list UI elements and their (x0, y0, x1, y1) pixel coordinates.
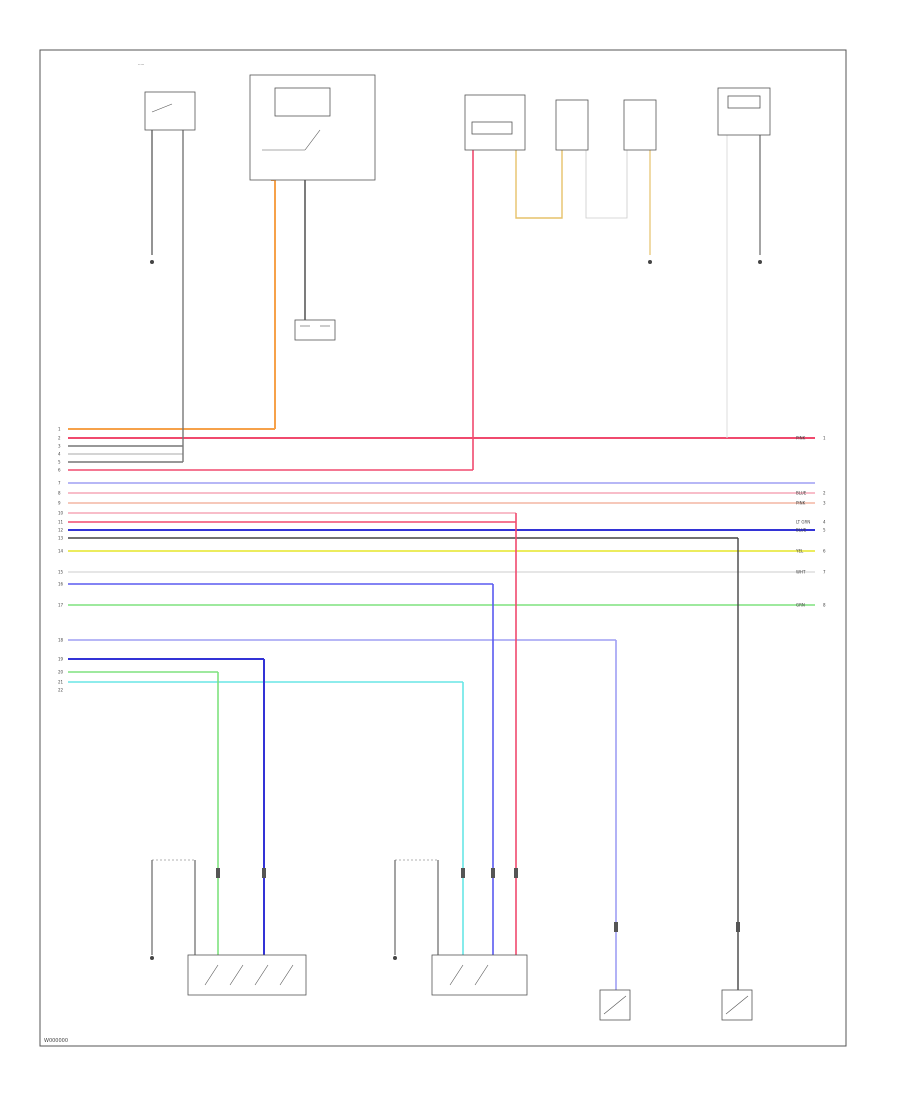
bus-left-number: 2 (58, 436, 61, 441)
bus-left-number: 21 (58, 680, 64, 685)
bus-left-number: 11 (58, 520, 64, 525)
control-module (249, 74, 376, 181)
bus-wires (68, 428, 815, 683)
bus-right-number: 4 (823, 520, 826, 525)
svg-text:·····: ····· (138, 62, 144, 67)
bus-right-label: WHT (796, 570, 806, 575)
bus-right-label: GRN (796, 603, 805, 608)
bottom-grounds (150, 956, 397, 960)
bus-left-number: 13 (58, 536, 64, 541)
top-right-module (717, 87, 771, 136)
bus-right-number: 3 (823, 501, 826, 506)
bus-right-number: 2 (823, 491, 826, 496)
bus-right-label: BLUE (796, 491, 807, 496)
vertical-wires (151, 130, 761, 990)
left-switch-assembly (187, 954, 307, 996)
bus-left-number: 5 (58, 460, 61, 465)
left-motor (599, 989, 631, 1021)
bus-right-number: 8 (823, 603, 826, 608)
top-left-switch: ····· (138, 62, 196, 131)
battery (294, 319, 336, 341)
connector-marks (216, 868, 740, 932)
bus-left-number: 18 (58, 638, 64, 643)
bus-left-number: 17 (58, 603, 64, 608)
bus-left-number: 3 (58, 444, 61, 449)
bus-right-number: 7 (823, 570, 826, 575)
bus-right-label: PINK (796, 436, 806, 441)
bus-left-number: 4 (58, 452, 61, 457)
right-motor (721, 989, 753, 1021)
bus-left-number: 14 (58, 549, 64, 554)
bus-left-number: 12 (58, 528, 64, 533)
bus-right-label: YEL (795, 549, 804, 554)
bus-right-label: LT GRN (796, 520, 810, 525)
center-connector-sensor (464, 94, 526, 151)
bus-left-number: 6 (58, 468, 61, 473)
bus-right-label: PINK (796, 501, 806, 506)
bus-right-label: BLUE (796, 528, 807, 533)
right-sensors (555, 99, 657, 151)
bus-left-number: 8 (58, 491, 61, 496)
right-switch-assembly (431, 954, 528, 996)
bus-left-number: 20 (58, 670, 64, 675)
bus-right-number: 5 (823, 528, 826, 533)
bus-left-number: 22 (58, 688, 64, 693)
bus-left-number: 16 (58, 582, 64, 587)
bus-left-number: 19 (58, 657, 64, 662)
bus-left-number: 10 (58, 511, 64, 516)
bus-right-number: 1 (823, 436, 826, 441)
bus-left-number: 7 (58, 481, 61, 486)
bus-left-number: 1 (58, 427, 61, 432)
bus-left-number: 9 (58, 501, 61, 506)
ground-symbols (150, 260, 762, 264)
diagram-frame (39, 49, 847, 1047)
figure-id: W000000 (44, 1038, 68, 1044)
bus-left-number: 15 (58, 570, 64, 575)
bus-right-number: 6 (823, 549, 826, 554)
